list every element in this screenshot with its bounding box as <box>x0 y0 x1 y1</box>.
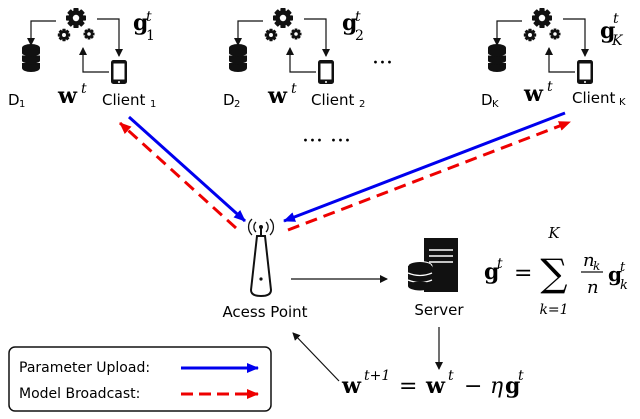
client-1-weights-sup: t <box>81 81 87 97</box>
svg-text:−: − <box>464 374 482 399</box>
client-2-label: Client <box>311 91 355 109</box>
client-k-group: g t K w t D K Client K <box>481 8 626 110</box>
client-1-icons <box>22 8 127 84</box>
client-2-gradient-sup: t <box>355 9 361 25</box>
dataset-k-label: D <box>481 91 493 109</box>
svg-text:t: t <box>448 368 454 384</box>
legend: Parameter Upload: Model Broadcast: <box>8 346 272 412</box>
broadcast-arrow-client-1 <box>118 121 238 230</box>
client-k-gradient-sub: K <box>611 33 624 49</box>
svg-text:g: g <box>505 373 520 399</box>
dataset-1-sub: 1 <box>19 99 25 110</box>
svg-text:t: t <box>497 256 503 272</box>
broadcast-arrow-client-k <box>287 120 571 232</box>
dataset-2-label: D <box>223 91 235 109</box>
update-to-ap-arrow <box>292 332 340 382</box>
legend-upload-label: Parameter Upload: <box>19 360 150 376</box>
update-formula: w t+1 = w t − η g t <box>341 368 524 399</box>
client-2-sub: 2 <box>359 99 365 110</box>
client-1-label: Client <box>102 91 146 109</box>
client-k-sub: K <box>619 97 626 108</box>
svg-text:g: g <box>608 262 622 286</box>
svg-text:t+1: t+1 <box>364 368 390 384</box>
client-k-weights: w <box>523 81 544 107</box>
client-2-gradient: g <box>342 10 357 36</box>
svg-text:=: = <box>399 374 417 399</box>
client-k-gradient: g <box>600 18 615 44</box>
svg-text:k: k <box>593 259 600 273</box>
upload-arrow-client-k <box>283 111 566 223</box>
client-k-icons <box>488 8 593 84</box>
svg-text:w: w <box>425 373 446 399</box>
client-1-gradient: g <box>133 10 148 36</box>
svg-text:n: n <box>587 277 599 298</box>
dataset-k-sub: K <box>492 99 499 110</box>
client-1-gradient-sup: t <box>146 9 152 25</box>
client-2-weights-sup: t <box>291 81 297 97</box>
svg-text:k=1: k=1 <box>539 302 568 318</box>
client-1-gradient-sub: 1 <box>146 28 155 44</box>
middle-ellipsis: ··· ··· <box>302 129 351 154</box>
client-1-weights: w <box>57 83 78 109</box>
legend-broadcast-label: Model Broadcast: <box>19 386 140 402</box>
svg-text:K: K <box>547 224 560 242</box>
client-1-sub: 1 <box>150 99 156 110</box>
access-point-label: Acess Point <box>222 303 307 321</box>
client-2-group: g t 2 w t D 2 Client 2 <box>223 8 365 110</box>
client-k-label: Client <box>572 89 616 107</box>
client-k-gradient-sup: t <box>613 11 619 27</box>
svg-text:∑: ∑ <box>540 251 567 295</box>
client-2-icons <box>229 8 334 84</box>
server-icon <box>407 238 458 292</box>
svg-text:t: t <box>518 368 524 384</box>
svg-text:t: t <box>620 260 626 275</box>
client-1-group: g t 1 w t D 1 Client 1 <box>8 8 156 110</box>
svg-text:=: = <box>514 261 532 286</box>
access-point-icon <box>247 218 275 298</box>
dataset-2-sub: 2 <box>234 99 240 110</box>
svg-text:n: n <box>583 250 595 271</box>
svg-text:w: w <box>341 373 362 399</box>
svg-text:η: η <box>490 374 503 399</box>
svg-text:g: g <box>484 259 499 285</box>
client-k-weights-sup: t <box>547 79 553 95</box>
upload-arrow-client-1 <box>127 115 247 223</box>
server-label: Server <box>414 301 464 319</box>
svg-text:k: k <box>620 278 628 293</box>
client-2-gradient-sub: 2 <box>355 28 364 44</box>
dataset-1-label: D <box>8 91 20 109</box>
clients-ellipsis: ··· <box>372 51 393 76</box>
client-2-weights: w <box>267 83 288 109</box>
aggregation-formula: g t = K ∑ k=1 n k n g t k <box>484 224 628 318</box>
